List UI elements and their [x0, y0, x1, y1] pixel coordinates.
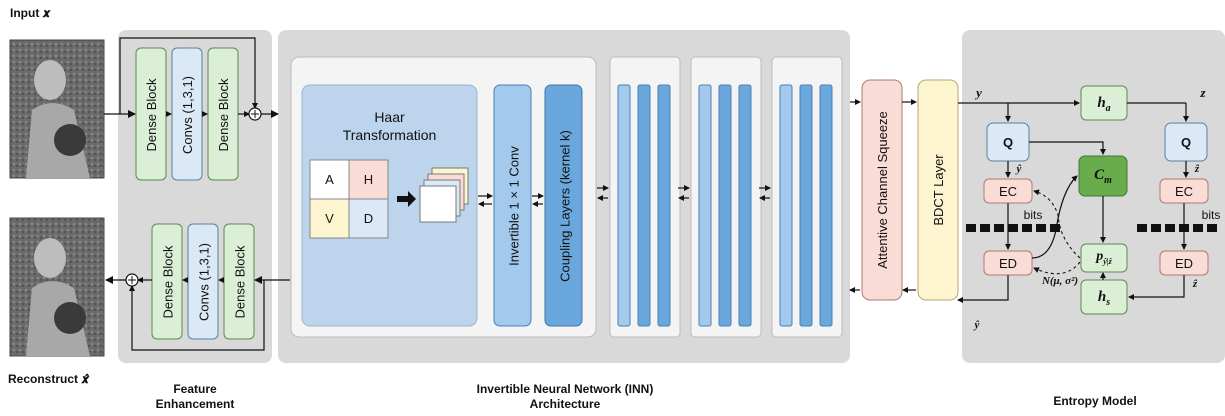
- bits-left: bits: [1023, 208, 1043, 222]
- reconstruct-photo: [9, 217, 105, 357]
- feature-enhancement-caption: Feature Enhancement: [155, 382, 235, 411]
- normal-dist-label: N(μ, σ²): [1041, 275, 1079, 287]
- p-box-label: pŷ|ẑ: [1096, 249, 1112, 266]
- haar-box: [301, 84, 478, 327]
- fe-top-convs: Convs (1,3,1): [179, 75, 195, 155]
- bits-right: bits: [1201, 208, 1221, 222]
- inn-block-bars: [617, 84, 833, 327]
- invertible-conv-label: Invertible 1 × 1 Conv: [505, 145, 521, 266]
- attentive-squeeze-label: Attentive Channel Squeeze: [874, 111, 890, 269]
- coupling-box: [544, 84, 583, 327]
- fe-bottom-dense-2: Dense Block: [231, 245, 247, 318]
- invertible-conv-box: [493, 84, 532, 327]
- subband-h: H: [363, 172, 374, 187]
- ed-right: ED: [1174, 256, 1194, 271]
- y-hat-bottom: ŷ: [974, 319, 980, 331]
- z-hat-bottom: ẑ: [1192, 278, 1198, 290]
- hs-box-label: hs: [1097, 289, 1111, 308]
- cm-box-label: Cm: [1094, 167, 1112, 186]
- ha-box-label: ha: [1097, 95, 1111, 114]
- subband-v: V: [325, 211, 334, 226]
- y-hat-top: ŷ: [1016, 163, 1022, 175]
- bdct-label: BDCT Layer: [930, 154, 946, 226]
- ec-left: EC: [998, 184, 1018, 199]
- inn-caption: Invertible Neural Network (INN) Architec…: [476, 382, 654, 411]
- y-label: y: [976, 85, 982, 100]
- ed-left: ED: [998, 256, 1018, 271]
- z-label: z: [1200, 85, 1206, 100]
- z-hat-top: ẑ: [1194, 163, 1200, 175]
- input-label: Input 𝒙: [10, 6, 51, 20]
- subband-d: D: [363, 211, 374, 226]
- subband-a: A: [325, 172, 334, 187]
- ec-right: EC: [1174, 184, 1194, 199]
- q-right: Q: [1180, 135, 1192, 150]
- fe-top-dense-2: Dense Block: [215, 78, 231, 152]
- q-left: Q: [1002, 135, 1014, 150]
- attentive-squeeze-box: [861, 79, 903, 301]
- fe-bottom-dense-1: Dense Block: [159, 245, 175, 318]
- fe-top-dense-1: Dense Block: [143, 78, 159, 152]
- input-photo: [9, 39, 105, 179]
- bdct-box: [917, 79, 959, 301]
- fe-bottom-convs: Convs (1,3,1): [195, 242, 211, 321]
- bitstream-left: [966, 224, 1060, 232]
- coupling-label: Coupling Layers (kernel k): [556, 129, 572, 282]
- reconstruct-label: Reconstruct 𝒙̂: [8, 372, 90, 386]
- entropy-caption: Entropy Model: [1053, 394, 1137, 408]
- haar-title: Haar Transformation: [342, 109, 437, 143]
